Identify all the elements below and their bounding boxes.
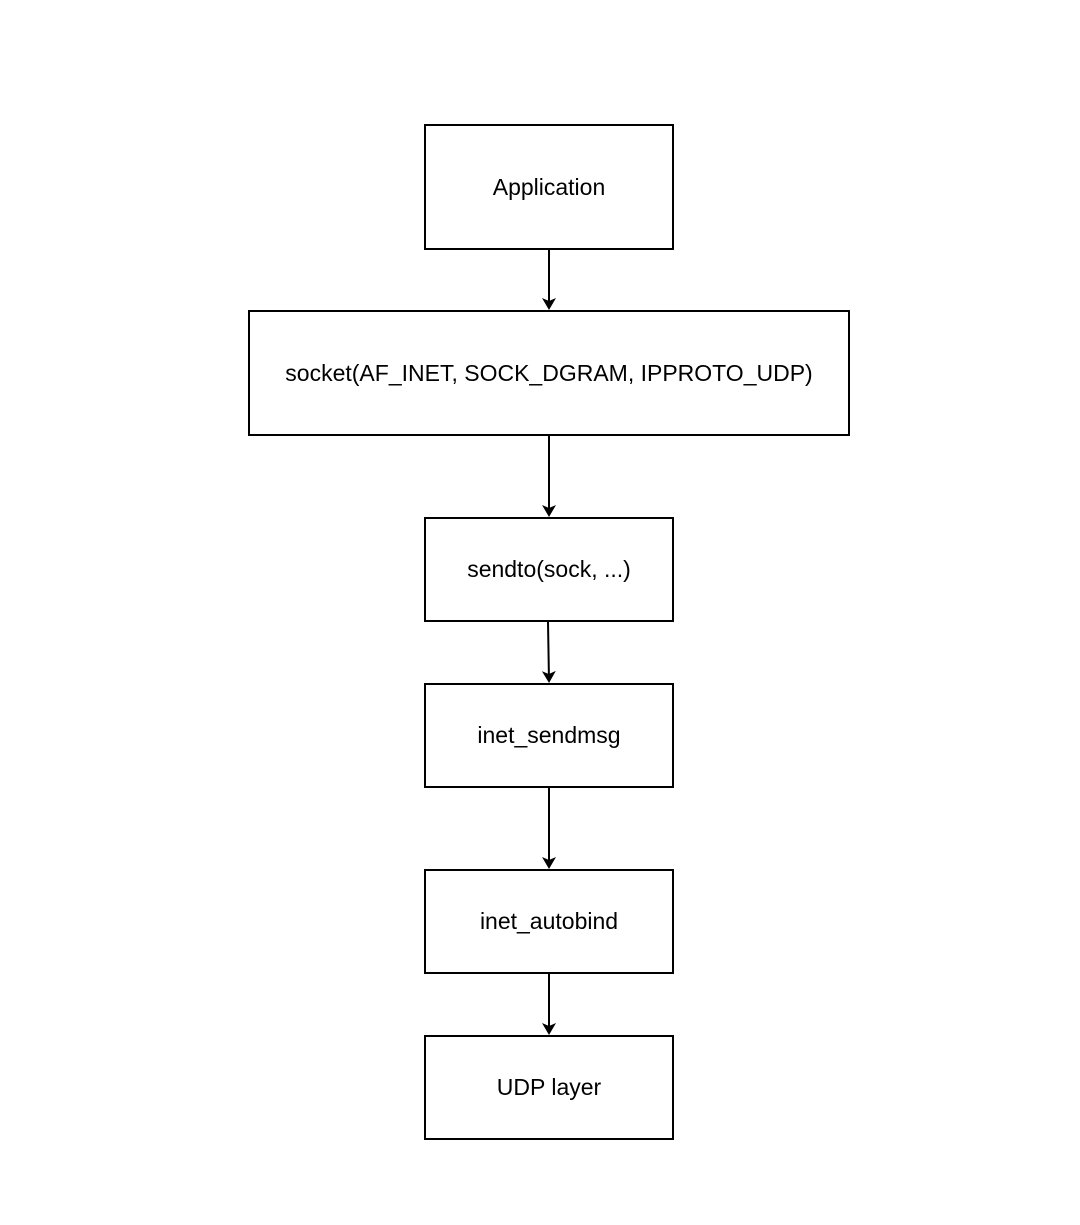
arrow-sendto-to-sendmsg <box>541 621 556 683</box>
node-inet-autobind: inet_autobind <box>424 869 674 974</box>
node-label: socket(AF_INET, SOCK_DGRAM, IPPROTO_UDP) <box>285 359 813 386</box>
node-label: UDP layer <box>496 1074 602 1100</box>
node-label: sendto(sock, ...) <box>467 556 631 582</box>
node-socket-call: socket(AF_INET, SOCK_DGRAM, IPPROTO_UDP) <box>248 310 850 436</box>
node-udp-layer: UDP layer <box>424 1035 674 1140</box>
node-label: Application <box>492 173 606 200</box>
node-inet-sendmsg: inet_sendmsg <box>424 683 674 788</box>
node-label: inet_sendmsg <box>477 722 621 748</box>
node-application: Application <box>424 124 674 250</box>
node-label: inet_autobind <box>479 908 619 934</box>
node-sendto-call: sendto(sock, ...) <box>424 517 674 622</box>
